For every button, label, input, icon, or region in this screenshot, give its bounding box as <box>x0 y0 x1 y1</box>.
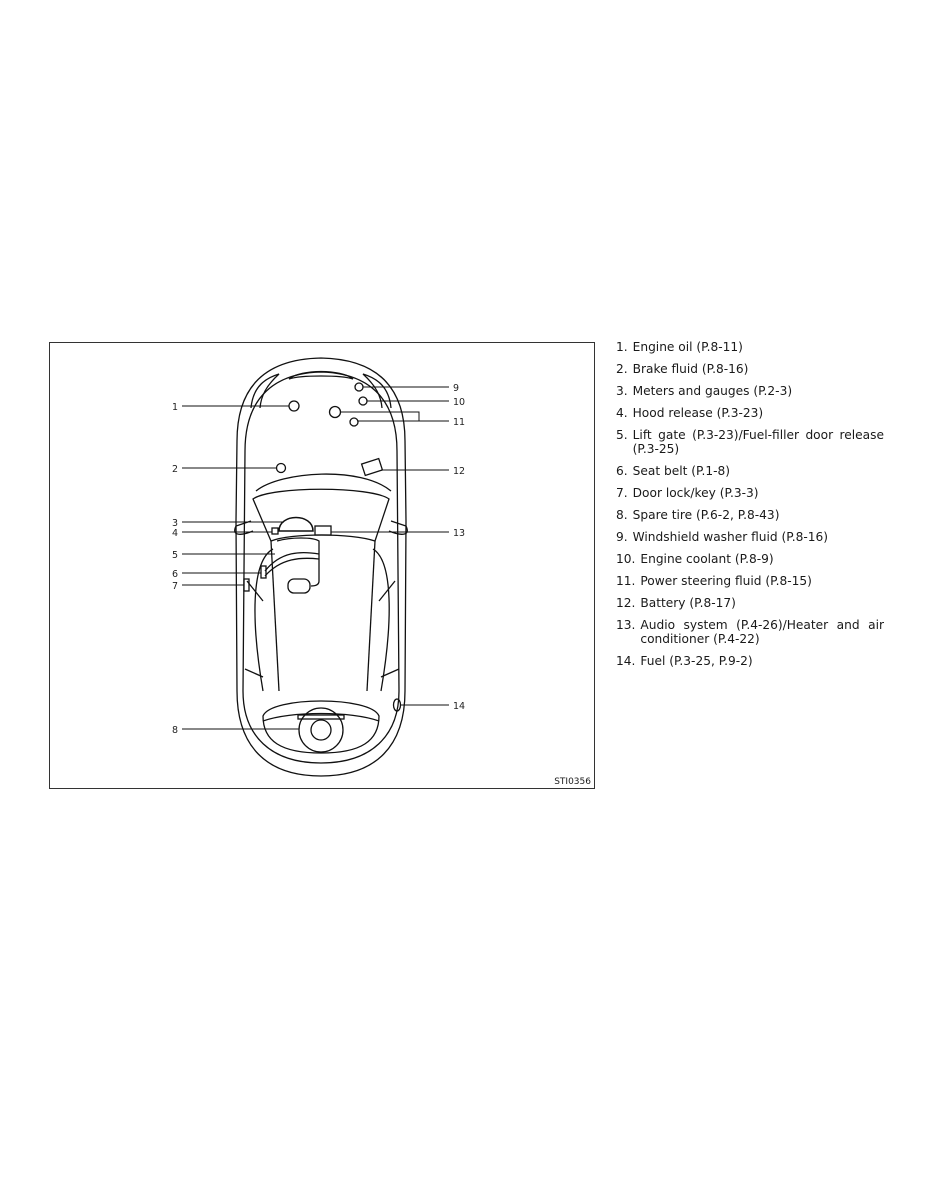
legend-item: 5. Lift gate (P.3-23)/Fuel-filler door re… <box>616 428 884 456</box>
callout-2: 2 <box>172 464 178 475</box>
callout-10: 10 <box>453 397 465 408</box>
legend-item: 2. Brake fluid (P.8-16) <box>616 362 884 376</box>
legend-item: 1. Engine oil (P.8-11) <box>616 340 884 354</box>
legend-number: 10. <box>616 552 636 566</box>
legend-item: 13. Audio system (P.4-26)/Heater and air … <box>616 618 884 646</box>
legend-item: 9. Windshield washer fluid (P.8-16) <box>616 530 884 544</box>
legend-item: 3. Meters and gauges (P.2-3) <box>616 384 884 398</box>
legend-text: Audio system (P.4-26)/Heater and air con… <box>640 618 884 646</box>
vehicle-diagram: 1 2 3 4 5 6 7 8 9 10 11 12 13 14 STI0356 <box>49 342 595 789</box>
legend-number: 4. <box>616 406 628 420</box>
legend-item: 14. Fuel (P.3-25, P.9-2) <box>616 654 884 668</box>
legend-item: 12. Battery (P.8-17) <box>616 596 884 610</box>
legend-text: Hood release (P.3-23) <box>632 406 764 420</box>
legend-number: 14. <box>616 654 636 668</box>
callout-8: 8 <box>172 725 178 736</box>
callout-3: 3 <box>172 518 178 529</box>
legend-item: 4. Hood release (P.3-23) <box>616 406 884 420</box>
legend-text: Brake fluid (P.8-16) <box>632 362 749 376</box>
legend-text: Engine coolant (P.8-9) <box>640 552 774 566</box>
figure-code: STI0356 <box>554 777 591 787</box>
legend-number: 2. <box>616 362 628 376</box>
legend-text: Windshield washer fluid (P.8-16) <box>632 530 829 544</box>
callout-13: 13 <box>453 528 465 539</box>
legend-text: Spare tire (P.6-2, P.8-43) <box>632 508 780 522</box>
callout-6: 6 <box>172 569 178 580</box>
legend-list: 1. Engine oil (P.8-11) 2. Brake fluid (P.8… <box>616 340 884 676</box>
legend-text: Power steering fluid (P.8-15) <box>640 574 812 588</box>
legend-text: Fuel (P.3-25, P.9-2) <box>640 654 753 668</box>
callout-4: 4 <box>172 528 178 539</box>
legend-number: 13. <box>616 618 636 632</box>
legend-item: 11. Power steering fluid (P.8-15) <box>616 574 884 588</box>
legend-number: 8. <box>616 508 628 522</box>
callout-7: 7 <box>172 581 178 592</box>
legend-number: 5. <box>616 428 628 442</box>
legend-item: 6. Seat belt (P.1-8) <box>616 464 884 478</box>
legend-text: Lift gate (P.3-23)/Fuel-filler door rele… <box>632 428 884 456</box>
callout-14: 14 <box>453 701 465 712</box>
legend-number: 6. <box>616 464 628 478</box>
legend-number: 11. <box>616 574 636 588</box>
callout-9: 9 <box>453 383 459 394</box>
legend-text: Engine oil (P.8-11) <box>632 340 743 354</box>
legend-item: 7. Door lock/key (P.3-3) <box>616 486 884 500</box>
callout-11: 11 <box>453 417 465 428</box>
car-body-outline <box>235 357 407 777</box>
callout-5: 5 <box>172 550 178 561</box>
legend-text: Seat belt (P.1-8) <box>632 464 731 478</box>
callout-12: 12 <box>453 466 465 477</box>
legend-number: 9. <box>616 530 628 544</box>
legend-number: 3. <box>616 384 628 398</box>
callout-1: 1 <box>172 402 178 413</box>
legend-text: Meters and gauges (P.2-3) <box>632 384 793 398</box>
legend-number: 12. <box>616 596 636 610</box>
legend-text: Battery (P.8-17) <box>640 596 736 610</box>
car-top-view: 1 2 3 4 5 6 7 8 9 10 11 12 13 14 <box>172 357 465 777</box>
legend-item: 10. Engine coolant (P.8-9) <box>616 552 884 566</box>
legend-item: 8. Spare tire (P.6-2, P.8-43) <box>616 508 884 522</box>
legend-text: Door lock/key (P.3-3) <box>632 486 759 500</box>
legend-number: 1. <box>616 340 628 354</box>
legend-number: 7. <box>616 486 628 500</box>
